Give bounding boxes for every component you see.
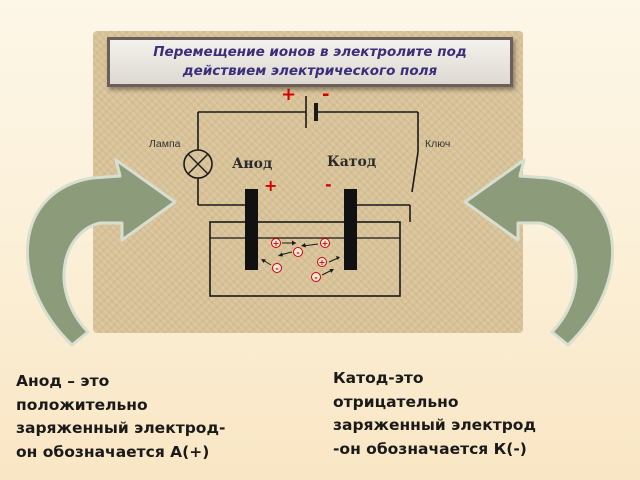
anode-definition-line: он обозначается А(+) xyxy=(16,442,210,461)
cathode-definition-line: заряженный электрод xyxy=(333,416,536,434)
anode-label: Анод xyxy=(232,156,273,172)
cathode-definition: Катод-это отрицательно заряженный электр… xyxy=(333,367,536,461)
ion-sign-positive: + xyxy=(322,239,329,248)
ion-sign-negative: - xyxy=(314,273,317,282)
electrolyte-vessel xyxy=(209,221,401,297)
ions-group xyxy=(261,238,340,282)
anode-definition-line: Анод – это xyxy=(16,372,110,390)
switch-lever xyxy=(411,151,419,193)
anode-electrode xyxy=(245,189,258,270)
negative-ion xyxy=(261,259,282,273)
cathode-sign: - xyxy=(325,175,332,194)
slide-title: Перемещение ионов в электролите под дейс… xyxy=(107,37,513,87)
cathode-electrode xyxy=(344,189,357,270)
battery-icon xyxy=(305,96,318,128)
cathode-definition-line: Катод-это xyxy=(333,369,424,387)
lamp-label: Лампа xyxy=(149,138,181,150)
positive-ion xyxy=(301,238,330,248)
left-curved-arrow-icon xyxy=(26,158,177,347)
battery-plus-sign: + xyxy=(281,84,297,105)
title-line-2: действием электрического поля xyxy=(182,63,438,79)
right-curved-arrow-icon xyxy=(463,158,614,347)
cathode-label: Катод xyxy=(327,154,377,170)
negative-ion xyxy=(278,247,303,257)
ion-sign-positive: + xyxy=(273,239,280,248)
cathode-definition-line: отрицательно xyxy=(333,392,459,411)
cathode-definition-line: -он обозначается К(-) xyxy=(333,439,527,458)
negative-ion xyxy=(311,269,334,282)
positive-ion xyxy=(317,256,340,267)
title-line-1: Перемещение ионов в электролите под xyxy=(153,44,467,60)
anode-definition-line: положительно xyxy=(16,395,148,414)
ion-sign-negative: - xyxy=(275,264,278,273)
key-label: Ключ xyxy=(425,138,451,150)
ion-sign-negative: - xyxy=(296,248,299,257)
circuit-wires xyxy=(197,111,419,222)
positive-ion xyxy=(271,238,296,248)
anode-definition: Анод – это положительно заряженный элект… xyxy=(16,370,225,464)
anode-sign: + xyxy=(264,176,278,195)
anode-definition-line: заряженный электрод- xyxy=(16,419,226,437)
lamp-icon xyxy=(183,149,213,179)
battery-minus-sign: - xyxy=(322,84,330,105)
ion-signs: + - + - + - xyxy=(273,239,329,282)
ion-sign-positive: + xyxy=(319,258,326,267)
